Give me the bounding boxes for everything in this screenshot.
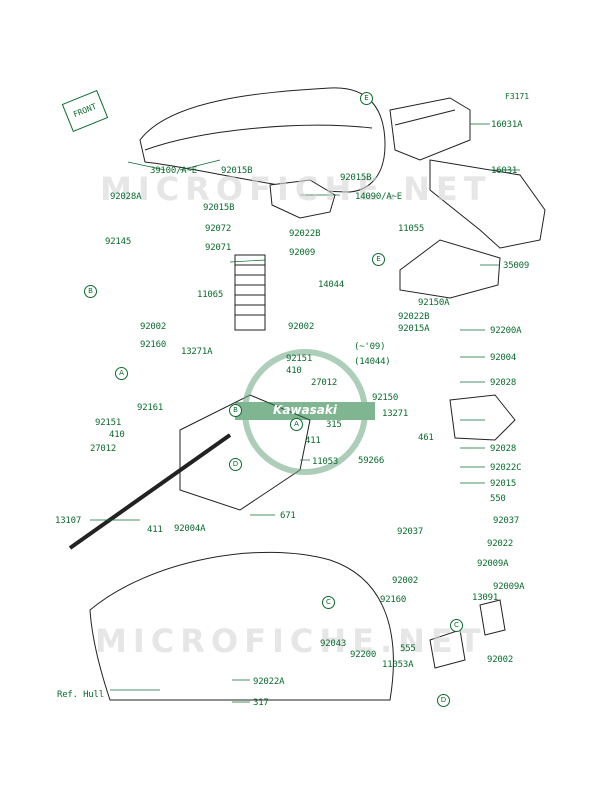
label-92002-c[interactable]: 92002 — [392, 576, 419, 586]
label-411-a[interactable]: 411 — [305, 436, 321, 446]
label-92028-b[interactable]: 92028 — [490, 444, 517, 454]
label-09: (~'09) — [354, 342, 386, 352]
ref-marker-c-right: C — [450, 619, 463, 632]
label-11053A[interactable]: 11053A — [382, 660, 414, 670]
label-14044b[interactable]: (14044) — [354, 357, 391, 367]
label-92161[interactable]: 92161 — [137, 403, 164, 413]
label-92015B-c[interactable]: 92015B — [203, 203, 235, 213]
shaft-13107-part — [68, 433, 232, 550]
watermark-bottom: MICROFICHE.NET — [95, 622, 487, 660]
ref-marker-b-mid: B — [229, 404, 242, 417]
label-92015A[interactable]: 92015A — [398, 324, 430, 334]
label-410-a[interactable]: 410 — [286, 366, 302, 376]
label-92043[interactable]: 92043 — [320, 639, 347, 649]
label-27012-a[interactable]: 27012 — [311, 378, 338, 388]
ref-marker-e-top: E — [360, 92, 373, 105]
plate-35009-part — [399, 239, 501, 299]
label-92145[interactable]: 92145 — [105, 237, 132, 247]
label-92072[interactable]: 92072 — [205, 224, 232, 234]
label-92037-a[interactable]: 92037 — [397, 527, 424, 537]
ref-marker-d-mid: D — [229, 458, 242, 471]
ref-marker-d-right: D — [437, 694, 450, 707]
label-92009-a[interactable]: 92009 — [289, 248, 316, 258]
bellows-11065-part — [234, 254, 266, 331]
bracket-11053A-part — [429, 629, 466, 669]
label-13271[interactable]: 13271 — [382, 409, 409, 419]
diagram-code: F3171 — [505, 92, 530, 101]
label-92028A[interactable]: 92028A — [110, 192, 142, 202]
hull-part — [89, 551, 394, 701]
label-92151-a[interactable]: 92151 — [286, 354, 313, 364]
ref-marker-c-mid: C — [322, 596, 335, 609]
label-92002-b[interactable]: 92002 — [288, 322, 315, 332]
label-11055[interactable]: 11055 — [398, 224, 425, 234]
label-92028-a[interactable]: 92028 — [490, 378, 517, 388]
bracket-14090-part — [269, 179, 336, 219]
front-label: FRONT — [71, 101, 98, 120]
label-92015B-b[interactable]: 92015B — [340, 173, 372, 183]
label-39100[interactable]: 39100/A~E — [150, 166, 197, 176]
label-13107[interactable]: 13107 — [55, 516, 82, 526]
label-92022A[interactable]: 92022A — [253, 677, 285, 687]
label-92160-b[interactable]: 92160 — [380, 595, 407, 605]
label-92004[interactable]: 92004 — [490, 353, 517, 363]
label-92022B-a[interactable]: 92022B — [289, 229, 321, 239]
label-92009A-b[interactable]: 92009A — [493, 582, 525, 592]
label-92071[interactable]: 92071 — [205, 243, 232, 253]
label-92200[interactable]: 92200 — [350, 650, 377, 660]
label-550[interactable]: 550 — [490, 494, 506, 504]
label-92037-b[interactable]: 92037 — [493, 516, 520, 526]
label-92009A-a[interactable]: 92009A — [477, 559, 509, 569]
label-671[interactable]: 671 — [280, 511, 296, 521]
label-11065[interactable]: 11065 — [197, 290, 224, 300]
label-ref-hull[interactable]: Ref. Hull — [57, 690, 104, 700]
label-92004A[interactable]: 92004A — [174, 524, 206, 534]
handle-cover-part — [139, 87, 386, 193]
label-315[interactable]: 315 — [326, 420, 342, 430]
label-92015[interactable]: 92015 — [490, 479, 517, 489]
bracket-13091-part — [479, 599, 506, 636]
label-13091[interactable]: 13091 — [472, 593, 499, 603]
label-14044[interactable]: 14044 — [318, 280, 345, 290]
kawasaki-logo — [235, 349, 375, 475]
bumper-16031A-part — [389, 97, 471, 161]
label-92200A[interactable]: 92200A — [490, 326, 522, 336]
ref-marker-b-left: B — [84, 285, 97, 298]
ref-marker-e-right: E — [372, 253, 385, 266]
label-461[interactable]: 461 — [418, 433, 434, 443]
label-11053[interactable]: 11053 — [312, 457, 339, 467]
bumper-16031-part — [429, 159, 546, 249]
label-411-b[interactable]: 411 — [147, 525, 163, 535]
label-92002-d[interactable]: 92002 — [487, 655, 514, 665]
label-13271A[interactable]: 13271A — [181, 347, 213, 357]
ref-marker-a-left: A — [115, 367, 128, 380]
label-317[interactable]: 317 — [253, 698, 269, 708]
label-16031A[interactable]: 16031A — [491, 120, 523, 130]
plate-13271-part — [449, 394, 516, 441]
label-27012-b[interactable]: 27012 — [90, 444, 117, 454]
label-410-b[interactable]: 410 — [109, 430, 125, 440]
label-16031[interactable]: 16031 — [491, 166, 518, 176]
watermark-top: MICROFICHE.NET — [100, 170, 492, 208]
label-92022C[interactable]: 92022C — [490, 463, 522, 473]
ref-marker-a-mid: A — [290, 418, 303, 431]
label-92022[interactable]: 92022 — [487, 539, 514, 549]
label-92022B-b[interactable]: 92022B — [398, 312, 430, 322]
label-92150[interactable]: 92150 — [372, 393, 399, 403]
label-555[interactable]: 555 — [400, 644, 416, 654]
label-92002-a[interactable]: 92002 — [140, 322, 167, 332]
label-35009[interactable]: 35009 — [503, 261, 530, 271]
label-92151-b[interactable]: 92151 — [95, 418, 122, 428]
label-92150A[interactable]: 92150A — [418, 298, 450, 308]
label-92160-a[interactable]: 92160 — [140, 340, 167, 350]
label-14090[interactable]: 14090/A~E — [355, 192, 402, 202]
kawasaki-logo-text: Kawasaki — [273, 403, 337, 417]
label-59266[interactable]: 59266 — [358, 456, 385, 466]
label-92015B-a[interactable]: 92015B — [221, 166, 253, 176]
